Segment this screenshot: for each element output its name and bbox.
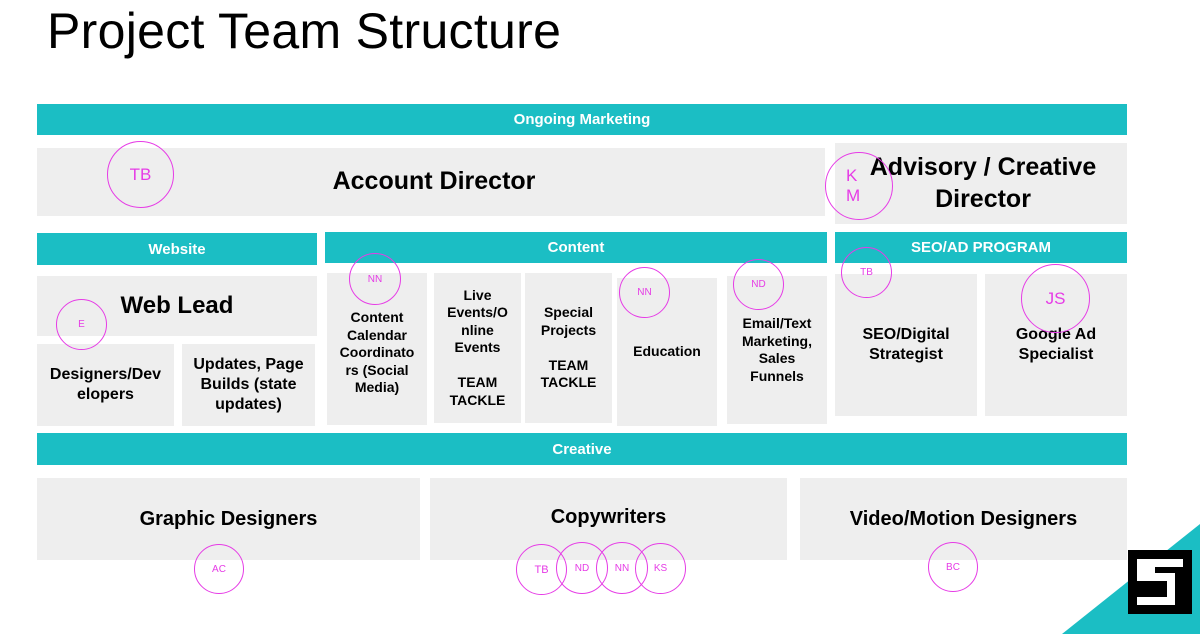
section-label: Ongoing Marketing: [513, 111, 651, 128]
initials-circle: TB: [107, 141, 174, 208]
initials-circle: BC: [928, 542, 978, 592]
section-label: Content: [547, 239, 605, 256]
section-bar-website: Website: [37, 233, 317, 265]
role-label: Updates, Page Builds (state updates): [193, 356, 304, 413]
role-label: Education: [633, 343, 701, 360]
section-label: Website: [148, 240, 206, 258]
brand-logo-icon: [1128, 550, 1192, 614]
page-title: Project Team Structure: [47, 3, 562, 59]
initials-circle: NN: [619, 267, 670, 318]
section-bar-ongoing-marketing: Ongoing Marketing: [37, 104, 1127, 135]
role-label: Designers/Dev elopers: [49, 366, 162, 403]
role-label: Web Lead: [120, 292, 234, 319]
role-seo-digital-strategist: SEO/Digital Strategist: [835, 274, 977, 416]
role-label: Advisory / Creative Director: [869, 153, 1097, 213]
initials-circle: NN: [349, 253, 401, 305]
role-designers-developers: Designers/Dev elopers: [37, 344, 174, 426]
initials-circle: ND: [733, 259, 784, 310]
initials-circle: AC: [194, 544, 244, 594]
role-label: Account Director: [332, 167, 536, 196]
section-label: Creative: [552, 440, 612, 458]
role-label: Graphic Designers: [139, 507, 318, 530]
initials-circle: KS: [635, 543, 686, 594]
role-special-projects: Special Projects TEAM TACKLE: [525, 273, 612, 423]
role-label: Special Projects TEAM TACKLE: [540, 304, 597, 391]
role-label: Content Calendar Coordinato rs (Social M…: [339, 309, 415, 396]
section-label: SEO/AD PROGRAM: [910, 239, 1051, 256]
role-video-motion-designers: Video/Motion Designers: [800, 478, 1127, 560]
role-label: SEO/Digital Strategist: [862, 326, 950, 363]
role-content-calendar: Content Calendar Coordinato rs (Social M…: [327, 273, 427, 425]
role-label: Live Events/O nline Events TEAM TACKLE: [447, 286, 508, 408]
section-bar-content: Content: [325, 232, 827, 263]
initials-circle: JS: [1021, 264, 1090, 333]
role-label: Copywriters: [550, 505, 667, 528]
role-updates-page-builds: Updates, Page Builds (state updates): [182, 344, 315, 426]
initials-circle: E: [56, 299, 107, 350]
role-label: Video/Motion Designers: [849, 507, 1078, 530]
section-bar-seo-ad: SEO/AD PROGRAM: [835, 232, 1127, 263]
initials-circle: TB: [841, 247, 892, 298]
initials-circle: K M: [825, 152, 893, 220]
section-bar-creative: Creative: [37, 433, 1127, 465]
role-live-events: Live Events/O nline Events TEAM TACKLE: [434, 273, 521, 423]
role-label: Email/Text Marketing, Sales Funnels: [741, 315, 812, 384]
